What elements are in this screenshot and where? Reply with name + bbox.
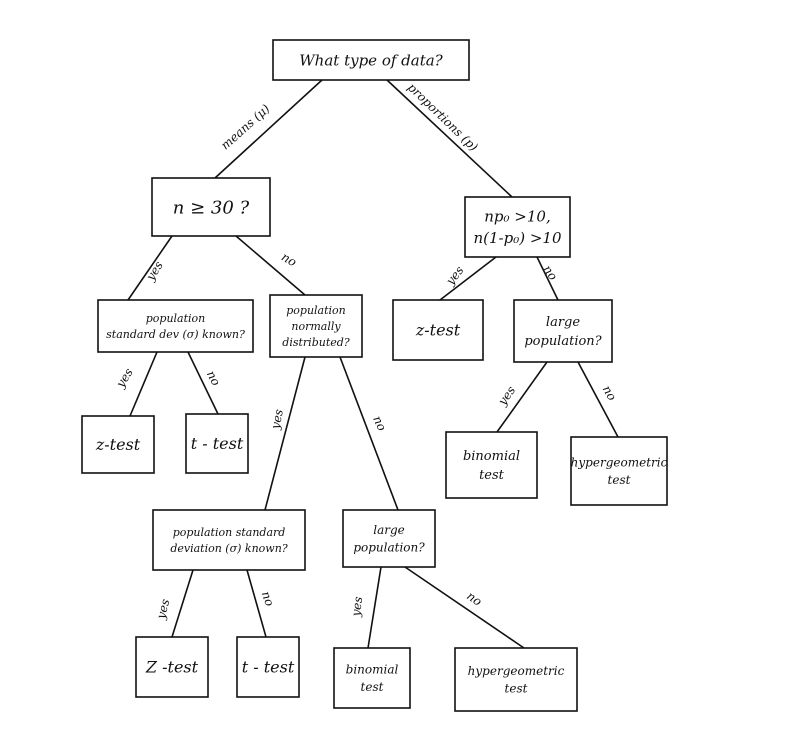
node-ttest2: t - test — [236, 636, 300, 698]
node-box — [272, 39, 470, 81]
node-box — [392, 299, 484, 361]
edge-line — [404, 566, 525, 649]
node-box — [135, 636, 209, 698]
node-ttest1-line: t - test — [191, 434, 244, 453]
edge-line — [235, 235, 306, 296]
node-ttest2-line: t - test — [242, 658, 295, 677]
edge-line — [171, 569, 194, 638]
node-binom1-line: binomial — [463, 449, 520, 464]
node-ztest1-line: z-test — [95, 435, 141, 454]
node-sdknown2-line: population standard — [173, 526, 286, 539]
node-sdknown1-line: standard dev (σ) known? — [106, 328, 245, 341]
edge-line — [246, 569, 267, 638]
edge-label-yes: yes — [113, 366, 136, 391]
node-largepop1-line: population? — [524, 334, 602, 349]
edge-label-yes: yes — [443, 263, 467, 288]
node-binom2: binomial test — [333, 647, 411, 709]
node-hyper1-line: hypergeometric — [571, 456, 668, 470]
node-hyper1-line: test — [608, 473, 631, 487]
edge-line — [339, 356, 399, 511]
edge-label-no: no — [600, 383, 620, 403]
edge-line — [536, 256, 559, 301]
node-box — [185, 413, 249, 474]
node-box — [445, 431, 538, 499]
edge-line — [386, 79, 513, 198]
node-box — [333, 647, 411, 709]
node-ttest1: t - test — [185, 413, 249, 474]
node-largepop1-line: large — [546, 315, 580, 330]
node-box — [269, 294, 363, 358]
node-largepop2-line: large — [373, 523, 405, 537]
node-root-line: What type of data? — [299, 51, 443, 69]
node-hyper2-line: hypergeometric — [468, 664, 565, 678]
node-ztest2-line: Z -test — [145, 658, 199, 677]
node-box — [97, 299, 254, 353]
node-ztest_p-line: z-test — [415, 321, 461, 340]
node-box — [454, 647, 578, 712]
node-hyper2-line: test — [505, 681, 528, 695]
node-normal-line: normally — [291, 320, 341, 333]
node-sdknown1: population standard dev (σ) known? — [97, 299, 254, 353]
node-normal: population normally distributed? — [269, 294, 363, 358]
node-binom2-line: binomial — [346, 663, 399, 677]
node-npcheck-line: np₀ >10, — [484, 207, 550, 225]
node-ztest_p: z-test — [392, 299, 484, 361]
edge-label-means: means (μ) — [218, 101, 273, 152]
node-ztest1: z-test — [81, 415, 155, 474]
edge-label-proportions: proportions (p) — [405, 80, 481, 154]
node-largepop2-line: population? — [353, 540, 425, 554]
node-normal-line: distributed? — [282, 336, 349, 349]
node-root: What type of data? — [272, 39, 470, 81]
edge-line — [577, 361, 619, 438]
node-npcheck: np₀ >10, n(1-p₀) >10 — [464, 196, 571, 258]
edge-line — [439, 256, 497, 301]
node-box — [513, 299, 613, 363]
edge-label-yes: yes — [154, 597, 173, 621]
edge-label-no: no — [464, 589, 484, 609]
edge-line — [127, 235, 173, 301]
node-hyper2: hypergeometric test — [454, 647, 578, 712]
edge-label-no: no — [279, 250, 299, 270]
node-binom1-line: test — [479, 468, 505, 483]
edge-line — [264, 356, 306, 511]
node-box — [342, 509, 436, 568]
node-binom1: binomial test — [445, 431, 538, 499]
node-sdknown1-line: population — [146, 312, 206, 325]
edge-label-no: no — [540, 263, 560, 283]
node-hyper1: hypergeometric test — [570, 436, 668, 506]
node-npcheck-line: n(1-p₀) >10 — [473, 229, 561, 247]
node-largepop2: large population? — [342, 509, 436, 568]
node-normal-line: population — [286, 304, 346, 317]
node-largepop1: large population? — [513, 299, 613, 363]
edge-line — [129, 351, 158, 417]
node-sdknown2-line: deviation (σ) known? — [170, 542, 287, 555]
node-n30: n ≥ 30 ? — [151, 177, 271, 237]
edge-line — [367, 566, 382, 649]
node-ztest2: Z -test — [135, 636, 209, 698]
edge-label-no: no — [204, 368, 223, 388]
edge-line — [496, 361, 548, 433]
node-box — [464, 196, 571, 258]
node-box — [81, 415, 155, 474]
edge-label-yes: yes — [495, 383, 519, 408]
node-binom2-line: test — [361, 680, 384, 694]
node-box — [151, 177, 271, 237]
edge-label-yes: yes — [268, 408, 286, 431]
edge-label-yes: yes — [349, 596, 366, 619]
node-box — [570, 436, 668, 506]
edge-label-no: no — [259, 589, 277, 608]
node-box — [152, 509, 306, 571]
edge-line — [214, 79, 323, 179]
node-box — [236, 636, 300, 698]
node-n30-line: n ≥ 30 ? — [173, 197, 250, 218]
edge-label-yes: yes — [143, 259, 166, 284]
edge-line — [187, 351, 219, 415]
node-sdknown2: population standard deviation (σ) known? — [152, 509, 306, 571]
edge-label-no: no — [370, 414, 389, 433]
